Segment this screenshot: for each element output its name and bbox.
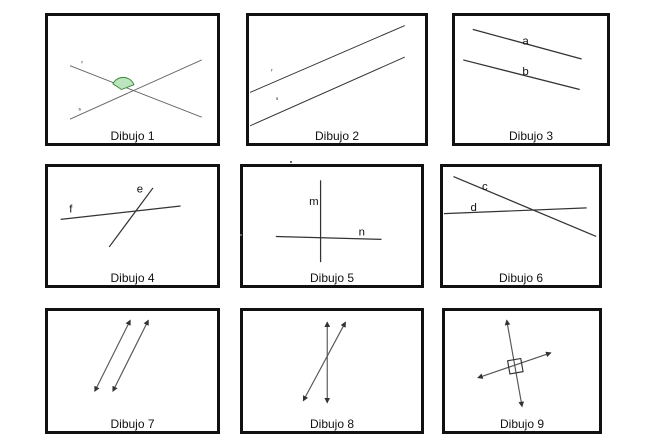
figure-3-drawing: a b [463, 28, 582, 91]
caption: Dibujo 9 [499, 417, 545, 431]
figure-9-drawing [477, 319, 552, 408]
line-r [249, 25, 405, 93]
line-s [249, 56, 405, 127]
caption: Dibujo 5 [309, 271, 355, 285]
line-r [69, 65, 202, 118]
figure-8-drawing [302, 321, 346, 404]
figure-5-drawing: m n [275, 180, 382, 263]
figure-7-drawing [94, 319, 149, 393]
caption: Dibujo 1 [110, 129, 155, 143]
caption: Dibujo 6 [498, 271, 544, 285]
angle-arc [112, 76, 135, 91]
figure-2: r s Dibujo 2 [246, 13, 428, 146]
line-c [453, 175, 597, 238]
parallel-line-2 [112, 319, 149, 393]
label-a: a [522, 36, 529, 48]
label-s: s [79, 108, 82, 113]
stray-mark [240, 234, 242, 236]
figure-1-drawing: r s [69, 59, 202, 120]
caption: Dibujo 3 [508, 129, 554, 143]
label-c: c [482, 181, 488, 193]
oblique-line [302, 321, 346, 402]
figure-8: Dibujo 8 [240, 308, 424, 434]
label-r: r [271, 67, 273, 73]
stray-mark [290, 161, 292, 163]
caption: Dibujo 4 [110, 271, 155, 285]
figure-3: a b Dibujo 3 [452, 13, 610, 146]
caption: Dibujo 2 [314, 129, 360, 143]
caption: Dibujo 8 [309, 417, 355, 431]
figure-1: r s Dibujo 1 [45, 13, 220, 146]
figure-4: e f Dibujo 4 [45, 164, 220, 288]
label-r: r [81, 60, 83, 66]
line-f [60, 205, 181, 220]
figure-6: c d Dibujo 6 [440, 164, 602, 288]
line-b [463, 59, 580, 91]
label-e: e [137, 184, 143, 196]
label-f: f [69, 204, 73, 216]
figure-9: Dibujo 9 [442, 308, 602, 434]
label-s: s [276, 97, 279, 102]
figure-6-drawing: c d [443, 175, 597, 238]
parallel-line-1 [94, 319, 131, 393]
line-a [472, 28, 582, 60]
figure-2-drawing: r s [249, 25, 405, 127]
caption: Dibujo 7 [110, 417, 155, 431]
label-b: b [522, 66, 528, 78]
line-s [69, 59, 202, 120]
label-d: d [471, 202, 477, 214]
line-e [108, 187, 154, 248]
label-n: n [359, 227, 365, 239]
perpendicular-line-2 [477, 351, 552, 379]
figure-7: Dibujo 7 [45, 308, 220, 434]
right-angle-box [506, 357, 524, 375]
figure-4-drawing: e f [60, 184, 181, 248]
figure-5: m n Dibujo 5 [240, 164, 424, 288]
line-d [443, 207, 587, 215]
line-n [275, 235, 382, 240]
label-m: m [309, 196, 319, 208]
